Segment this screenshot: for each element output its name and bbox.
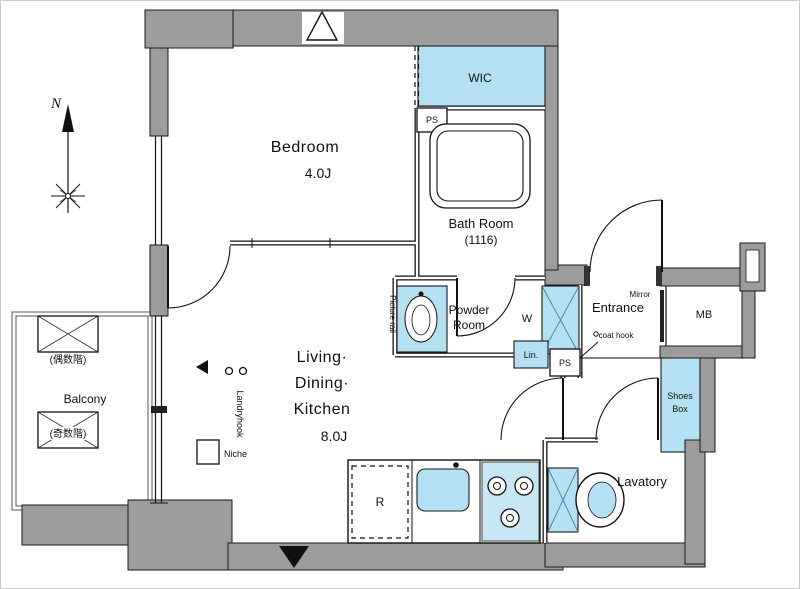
- bath-door-swing-arc: [456, 277, 516, 337]
- coat-hook-label: coat hook: [599, 331, 635, 340]
- vent-top-icon: [302, 10, 344, 44]
- ldk-label-1: Living·: [297, 349, 348, 366]
- bedroom-label: Bedroom: [271, 139, 339, 156]
- ps-upper-label: PS: [426, 115, 438, 125]
- bathroom-size-label: (1116): [465, 233, 498, 247]
- ldk-label-3: Kitchen: [294, 401, 351, 418]
- coat-hook-icon: [593, 331, 599, 337]
- interior-walls: [230, 105, 667, 543]
- entrance-step-edge: [579, 341, 665, 359]
- meter-box-label: MB: [696, 309, 713, 321]
- picture-rail-label: Picture rail: [388, 295, 397, 333]
- washer-label: W: [522, 313, 533, 325]
- linen-label: Lin.: [524, 350, 539, 360]
- shoes-box-area: [660, 355, 701, 453]
- mirror-icon: [660, 290, 664, 342]
- even-floor-label: (偶数階): [50, 353, 87, 366]
- door-jamb: [656, 266, 662, 286]
- washbasin-icon: [396, 285, 448, 353]
- ldk-size-label: 8.0J: [321, 428, 347, 444]
- vent-bottom-icon: [279, 546, 309, 568]
- linen-box: [513, 340, 549, 369]
- partition-ticks: [251, 238, 331, 248]
- lavatory-label: Lavatory: [617, 474, 667, 489]
- windows: [150, 135, 168, 504]
- shoes-box-label-2: Box: [672, 404, 688, 414]
- north-label: N: [50, 96, 62, 112]
- ldk-label-2: Dining·: [295, 375, 349, 392]
- compass-north-icon: [51, 104, 85, 213]
- bedroom-window: [154, 136, 163, 245]
- balcony-label: Balcony: [64, 392, 107, 406]
- doors: [167, 199, 663, 441]
- bathtub-icon: [429, 123, 531, 209]
- refrigerator-space: [351, 465, 409, 539]
- wic-label: WIC: [468, 71, 492, 85]
- odd-floor-label: (奇数階): [50, 427, 87, 440]
- entrance-label: Entrance: [592, 300, 644, 315]
- lavatory-door-swing-arc: [595, 377, 659, 441]
- mirror-label: Mirror: [630, 290, 651, 299]
- bathroom-label: Bath Room: [448, 216, 513, 231]
- labels: N Bedroom 4.0J WIC PS Bath Room (1116) P…: [50, 71, 713, 509]
- niche-box: [196, 439, 220, 465]
- direction-marker: [196, 360, 208, 374]
- refrigerator-label: R: [376, 495, 385, 509]
- ps-lower-label: PS: [559, 358, 571, 368]
- stove-icon: [481, 461, 540, 542]
- shoes-box-label-1: Shoes: [667, 391, 693, 401]
- bedroom-door-swing-arc: [167, 245, 231, 309]
- bedroom-size-label: 4.0J: [305, 165, 331, 181]
- toilet-icon: [547, 467, 625, 533]
- entrance-door-swing-arc: [589, 199, 663, 273]
- kitchen-counter: [347, 459, 541, 544]
- pipe-space-lower-box: [549, 348, 581, 377]
- balcony-odd-floor-pad: [37, 411, 99, 449]
- balcony-even-floor-pad: [37, 315, 99, 353]
- sliding-door-stile: [151, 406, 167, 413]
- pipe-space-upper-box: [416, 107, 448, 133]
- laundry-hook-label: Landryhook: [235, 390, 245, 438]
- kitchen-sink-icon: [416, 462, 470, 512]
- niche-label: Niche: [224, 449, 247, 459]
- ldk-door-swing-arc: [500, 377, 564, 441]
- powder-room-label-2: Room: [453, 318, 485, 332]
- door-jamb: [584, 266, 590, 286]
- laundry-hook-icon: [224, 366, 248, 376]
- fixtures: [37, 107, 665, 544]
- wic-folding-door: [414, 46, 420, 108]
- powder-room-label-1: Powder: [449, 303, 490, 317]
